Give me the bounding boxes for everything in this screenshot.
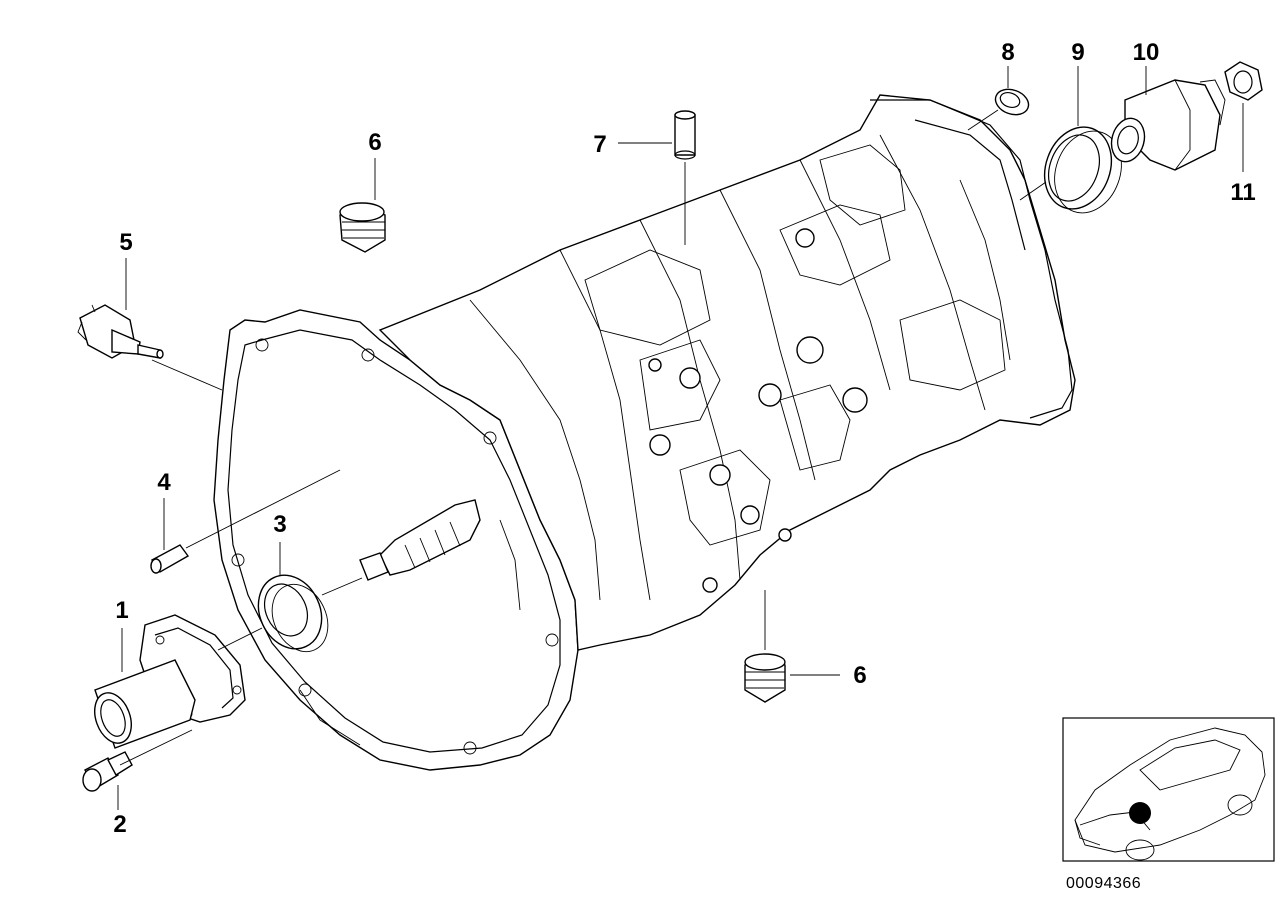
part-label-10: 10 — [1133, 39, 1160, 66]
part-6-screw-plug-top — [339, 202, 386, 253]
part-label-9: 9 — [1071, 39, 1084, 66]
diagram-number: 00094366 — [1066, 875, 1141, 892]
part-10-output-flange — [1110, 79, 1226, 171]
leader-part-2-to-sleeve — [119, 729, 193, 766]
part-label-2: 2 — [113, 811, 126, 838]
part-5-switch — [77, 304, 164, 359]
part-4-dowel-pin — [150, 544, 190, 574]
part-label-6a: 6 — [368, 129, 381, 156]
part-7-dowel — [674, 110, 696, 160]
part-9-ring — [1043, 126, 1122, 214]
part-11-collar-nut — [1224, 61, 1263, 101]
part-label-4: 4 — [157, 469, 171, 496]
part-6-screw-plug-bottom — [744, 653, 786, 703]
part-label-7: 7 — [593, 131, 606, 158]
part-2-bolt — [82, 751, 133, 792]
leader-part-5-to-housing — [151, 359, 223, 391]
part-label-6b: 6 — [853, 662, 866, 689]
vehicle-location-thumbnail — [1062, 717, 1275, 862]
part-8-small-seal — [994, 88, 1030, 116]
leader-part-3-to-sleeve — [217, 627, 263, 651]
part-3-shaft-seal — [257, 574, 329, 653]
leader-part-3-to-shaft — [321, 577, 363, 596]
transmission-housing — [213, 94, 1076, 771]
part-1-guide-sleeve — [94, 614, 246, 749]
part-label-5: 5 — [119, 229, 132, 256]
leader-part-4-to-housing — [185, 469, 341, 549]
part-label-8: 8 — [1001, 39, 1014, 66]
part-label-1: 1 — [115, 597, 128, 624]
leader-part-8-to-housing — [967, 109, 999, 131]
location-marker — [1129, 802, 1151, 824]
leader-part-9-to-housing — [1019, 181, 1047, 201]
part-label-11: 11 — [1230, 179, 1255, 206]
part-label-3: 3 — [273, 511, 286, 538]
